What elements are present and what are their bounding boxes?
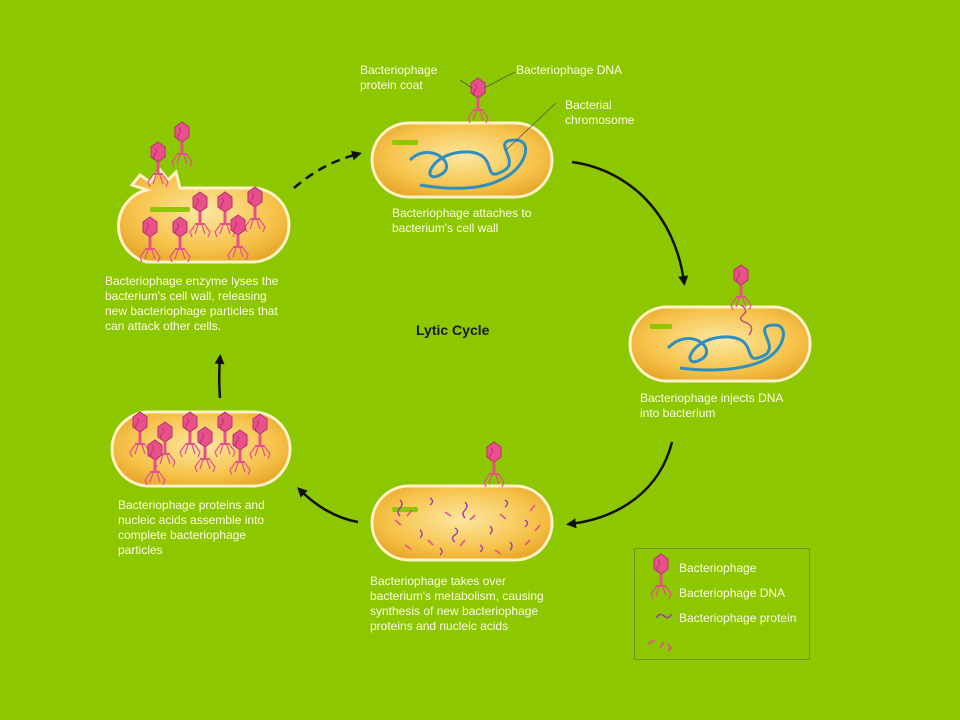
label-protein-coat: Bacteriophage protein coat (360, 63, 438, 92)
arrow-attach-to-inject (571, 160, 689, 286)
label-step-assembly: Bacteriophage proteins and nucleic acids… (118, 498, 265, 557)
phage-dna-fragments (397, 497, 529, 556)
phage-dna-strand (740, 304, 753, 336)
plasmid (392, 507, 418, 512)
legend-protein-icon (647, 639, 673, 652)
plasmid (150, 207, 190, 212)
arrow-lysis-to-attach (293, 150, 362, 189)
cell-stage-synthesis (370, 441, 554, 562)
bacterial-chromosome (666, 323, 785, 372)
label-bacterial-chromosome: Bacterial chromosome (565, 98, 635, 127)
arrow-synthesis-to-assembly (297, 487, 359, 524)
plasmid (392, 140, 418, 145)
plasmid (650, 324, 672, 329)
bacteriophage-icon (171, 121, 193, 168)
arrow-inject-to-synthesis (566, 441, 674, 529)
bacteriophage-icon (730, 264, 752, 311)
legend-dna-icon (655, 613, 673, 619)
legend-protein-label: Bacteriophage protein (679, 611, 797, 625)
bacteriophage-icon (483, 441, 505, 488)
cell-stage-inject (628, 264, 812, 383)
legend: Bacteriophage Bacteriophage DNA Bacterio… (634, 548, 810, 660)
legend-bacteriophage-label: Bacteriophage (679, 561, 757, 575)
phage-protein-fragments (394, 504, 541, 555)
cell-stage-lysis (117, 121, 291, 264)
label-step-attach: Bacteriophage attaches to bacterium's ce… (392, 206, 532, 235)
label-phage-dna: Bacteriophage DNA (516, 63, 623, 77)
label-step-inject: Bacteriophage injects DNA into bacterium (640, 391, 784, 420)
label-step-lysis: Bacteriophage enzyme lyses the bacterium… (105, 274, 279, 333)
legend-dna-label: Bacteriophage DNA (679, 586, 786, 600)
bacterial-chromosome (408, 138, 528, 190)
arrow-assembly-to-lysis (214, 354, 225, 399)
bacteriophage-icon (467, 77, 489, 124)
cell-stage-attach (370, 71, 557, 199)
label-step-synthesis: Bacteriophage takes over bacterium's met… (370, 574, 544, 633)
diagram-title: Lytic Cycle (416, 322, 490, 338)
cell-stage-assembly (110, 410, 292, 488)
